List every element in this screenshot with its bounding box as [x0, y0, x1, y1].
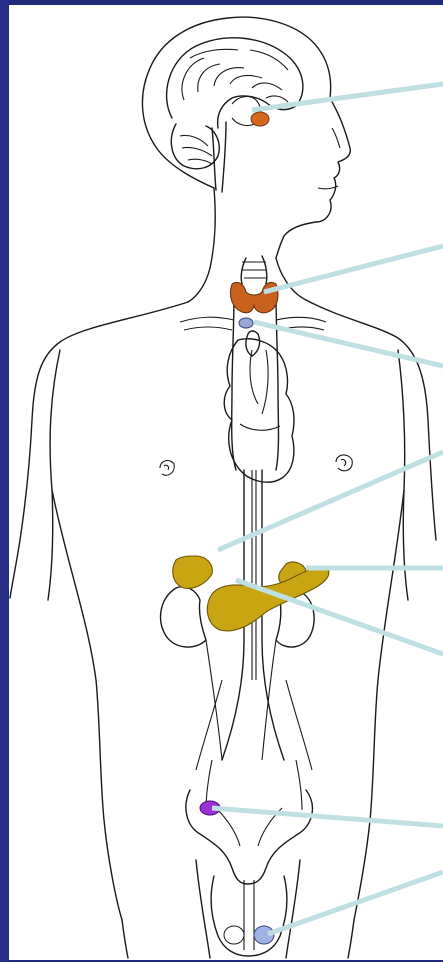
thyroid-gland: [230, 282, 277, 312]
left-kidney: [161, 587, 206, 647]
heart: [224, 339, 294, 482]
left-adrenal-gland: [173, 556, 213, 588]
leader-thyroid: [264, 246, 443, 292]
brain: [167, 38, 303, 192]
glands: [173, 112, 329, 944]
parathyroid-gland: [239, 318, 253, 328]
pancreas: [207, 567, 328, 631]
thymus-gland: [246, 331, 260, 356]
neck-left: [188, 188, 215, 302]
scrotum: [211, 876, 287, 956]
right-nipple: [336, 455, 352, 471]
neck-right: [276, 258, 306, 300]
head-outline: [142, 17, 350, 258]
great-vessels: [180, 290, 326, 810]
leader-ovary: [212, 808, 443, 826]
body-outline: [10, 17, 436, 958]
leader-pancreas: [236, 580, 443, 654]
trachea: [241, 256, 267, 284]
torso-right: [354, 490, 404, 920]
left-arm: [10, 302, 188, 598]
testis-left: [224, 926, 244, 944]
leader-lines: [212, 84, 443, 934]
left-nipple: [160, 461, 174, 476]
pituitary-gland: [251, 112, 269, 126]
torso-left: [52, 490, 122, 920]
